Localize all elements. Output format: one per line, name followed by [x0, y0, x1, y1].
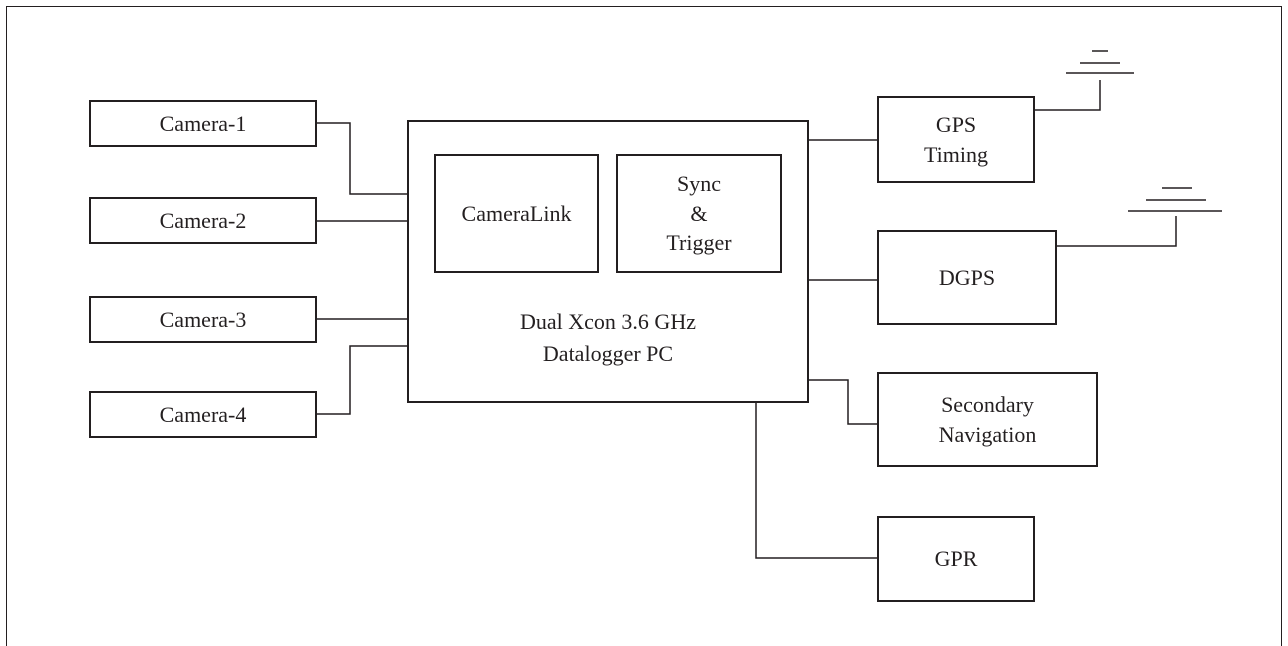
camera-1-box: Camera-1 [89, 100, 317, 147]
camera-4-connector [316, 345, 408, 415]
camera-4-box: Camera-4 [89, 391, 317, 438]
camera-1-label: Camera-1 [159, 110, 247, 136]
gpr-connector [755, 402, 878, 559]
gpr-box: GPR [877, 516, 1035, 602]
dgps-box: DGPS [877, 230, 1057, 325]
datalogger-pc-label: Dual Xcon 3.6 GHz Datalogger PC [520, 309, 696, 366]
camera-2-box: Camera-2 [89, 197, 317, 244]
secondary-navigation-box: Secondary Navigation [877, 372, 1098, 467]
dgps-label: DGPS [938, 264, 996, 290]
cameralink-label: CameraLink [461, 200, 572, 226]
diagram-frame [6, 6, 1282, 646]
camera-4-label: Camera-4 [159, 401, 247, 427]
gps-timing-label: GPS Timing [923, 111, 988, 167]
camera-2-label: Camera-2 [159, 207, 247, 233]
gpr-label: GPR [934, 546, 978, 572]
camera-3-box: Camera-3 [89, 296, 317, 343]
sync-trigger-box: Sync & Trigger [616, 154, 782, 273]
camera-3-label: Camera-3 [159, 306, 247, 332]
sync-trigger-label: Sync & Trigger [666, 170, 732, 256]
secondary-navigation-label: Secondary Navigation [938, 391, 1037, 447]
cameralink-box: CameraLink [434, 154, 599, 273]
camera-1-connector [316, 122, 408, 195]
secondary-navigation-connector [808, 379, 878, 425]
gps-antenna-lead [1034, 80, 1101, 111]
gps-timing-box: GPS Timing [877, 96, 1035, 183]
dgps-antenna-lead [1056, 216, 1177, 247]
